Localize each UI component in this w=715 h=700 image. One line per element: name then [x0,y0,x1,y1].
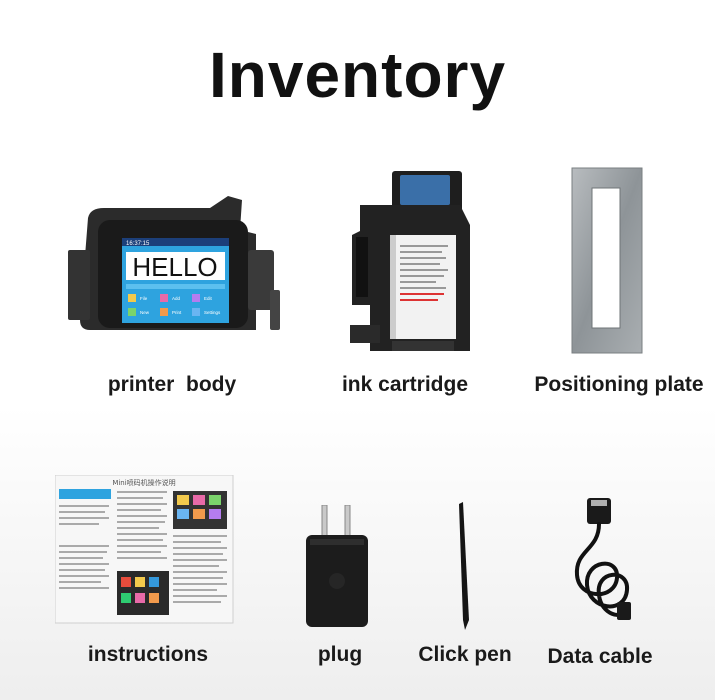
screen-button-label: New [140,310,150,315]
label-click-pen: Click pen [418,643,512,666]
printer-screen-text: HELLO [132,252,217,282]
screen-button-label: Add [172,296,181,301]
ink-cartridge-image [350,171,470,351]
label-positioning-plate: Positioning plate [534,373,704,396]
instructions-image: Mini喷码机操作说明 [55,475,234,624]
click-pen-image [459,502,469,630]
manual-heading: Mini喷码机操作说明 [112,478,175,487]
data-cable-image [574,498,631,620]
positioning-plate-image [571,167,643,354]
label-printer-body: printer body [107,373,237,396]
page-title: Inventory [208,39,507,111]
screen-button-label: Print [172,310,182,315]
label-data-cable: Data cable [547,645,653,668]
printer-status-text: 16:37:15 [126,241,150,247]
printer-body-image: 16:37:15 HELLO File Add Edit New Print S… [68,196,280,330]
screen-button-label: File [140,296,148,301]
screen-button-label: Settings [204,310,221,315]
label-ink-cartridge: ink cartridge [341,373,469,396]
label-plug: plug [317,643,363,666]
plug-image [306,505,368,627]
screen-button-label: Edit [204,296,213,301]
label-instructions: instructions [87,643,209,666]
